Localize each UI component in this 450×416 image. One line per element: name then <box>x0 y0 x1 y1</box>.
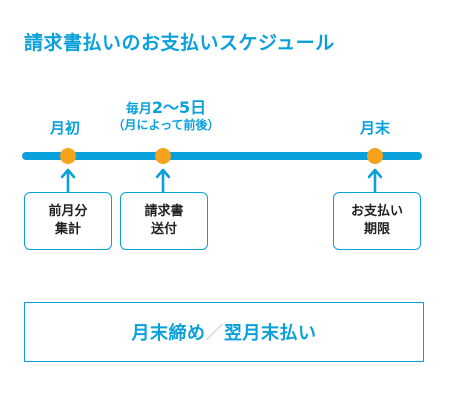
milestone-box-month-start: 前月分 集計 <box>24 192 112 250</box>
milestone-label-note: （月によって前後） <box>112 118 220 132</box>
box-text-line2: 期限 <box>363 222 390 237</box>
diagram-title: 請求書払いのお支払いスケジュール <box>24 32 335 54</box>
summary-box: 月末締め ／ 翌月末払い <box>24 302 424 362</box>
summary-separator: ／ <box>205 323 224 344</box>
up-arrow-icon <box>61 168 75 192</box>
milestone-label-month-start: 月初 <box>50 119 81 137</box>
milestone-dot-invoice-send <box>155 148 171 164</box>
up-arrow-icon <box>368 168 382 192</box>
timeline: 月初 毎月2～5日 （月によって前後） 月末 前月分 集計 請求書 送付 お支 <box>22 98 422 250</box>
milestone-label-prefix: 毎月 <box>125 102 152 117</box>
box-text-line2: 送付 <box>150 222 177 237</box>
box-text-line2: 集計 <box>54 222 81 237</box>
up-arrow-icon <box>156 168 170 192</box>
box-text-line1: お支払い <box>350 204 403 219</box>
box-text-line1: 請求書 <box>144 204 184 219</box>
summary-payment: 翌月末払い <box>224 323 317 344</box>
milestone-dot-month-end <box>367 148 383 164</box>
milestone-box-month-end: お支払い 期限 <box>333 192 421 250</box>
milestone-label-month-end: 月末 <box>360 119 391 137</box>
timeline-bar <box>22 152 422 160</box>
milestone-label-days: 2～5日 <box>151 98 207 117</box>
box-text-line1: 前月分 <box>48 204 88 219</box>
summary-closing: 月末締め <box>131 323 206 344</box>
milestone-box-invoice-send: 請求書 送付 <box>120 192 208 250</box>
milestone-label-invoice-send: 毎月2～5日 （月によって前後） <box>111 98 221 133</box>
milestone-dot-month-start <box>60 148 76 164</box>
